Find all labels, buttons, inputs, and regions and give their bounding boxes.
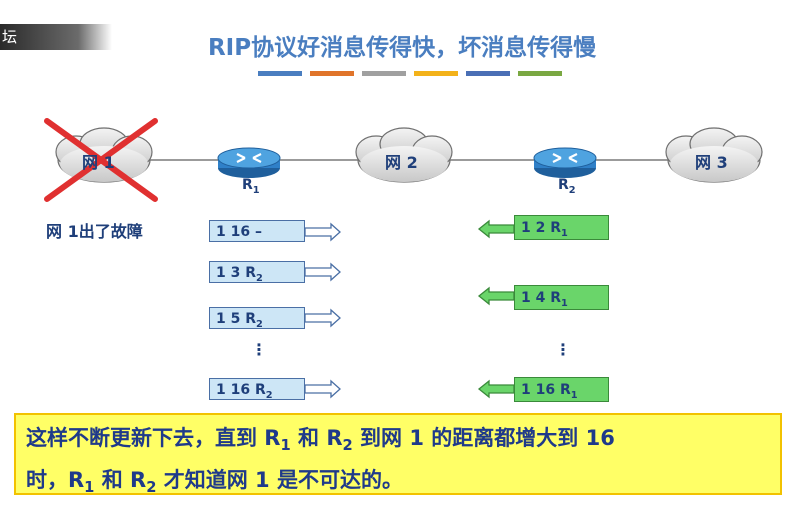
right-ellipsis: ⋮ <box>555 340 571 359</box>
stripe-1 <box>258 71 302 76</box>
stripe-6 <box>518 71 562 76</box>
caption-line-2: 时，R1 和 R2 才知道网 1 是不可达的。 <box>26 468 403 497</box>
fault-label: 网 1出了故障 <box>46 222 143 241</box>
slide-title: RIP协议好消息传得快，坏消息传得慢 <box>207 35 597 61</box>
network-1-label: 网 1 <box>82 153 115 172</box>
r2-routing-entry: 1 4 R1 <box>514 285 609 310</box>
caption-line-1: 这样不断更新下去，直到 R1 和 R2 到网 1 的距离都增大到 16 <box>26 426 615 455</box>
stripe-3 <box>362 71 406 76</box>
stripe-5 <box>466 71 510 76</box>
r1-routing-entry: 1 16 R2 <box>209 378 305 401</box>
network-2-label: 网 2 <box>385 153 418 172</box>
r1-routing-entry: 1 16 – <box>209 220 305 242</box>
watermark: 坛 <box>0 24 112 50</box>
r1-routing-entry: 1 3 R2 <box>209 261 305 284</box>
right-arrows <box>477 219 515 399</box>
stripe-2 <box>310 71 354 76</box>
r2-routing-entry: 1 2 R1 <box>514 215 609 240</box>
router-r1-label: R1 <box>242 177 260 196</box>
left-ellipsis: ⋮ <box>251 340 267 359</box>
network-3-label: 网 3 <box>695 153 728 172</box>
router-r2-icon <box>532 146 598 180</box>
r1-routing-entry: 1 5 R2 <box>209 307 305 330</box>
caption-box: 这样不断更新下去，直到 R1 和 R2 到网 1 的距离都增大到 16 时，R1… <box>14 413 782 496</box>
router-r1-icon <box>216 146 282 180</box>
left-arrows <box>304 222 341 399</box>
router-r2-label: R2 <box>558 177 576 196</box>
failure-cross-icon <box>44 118 158 202</box>
r2-routing-entry: 1 16 R1 <box>514 377 609 402</box>
stripe-4 <box>414 71 458 76</box>
